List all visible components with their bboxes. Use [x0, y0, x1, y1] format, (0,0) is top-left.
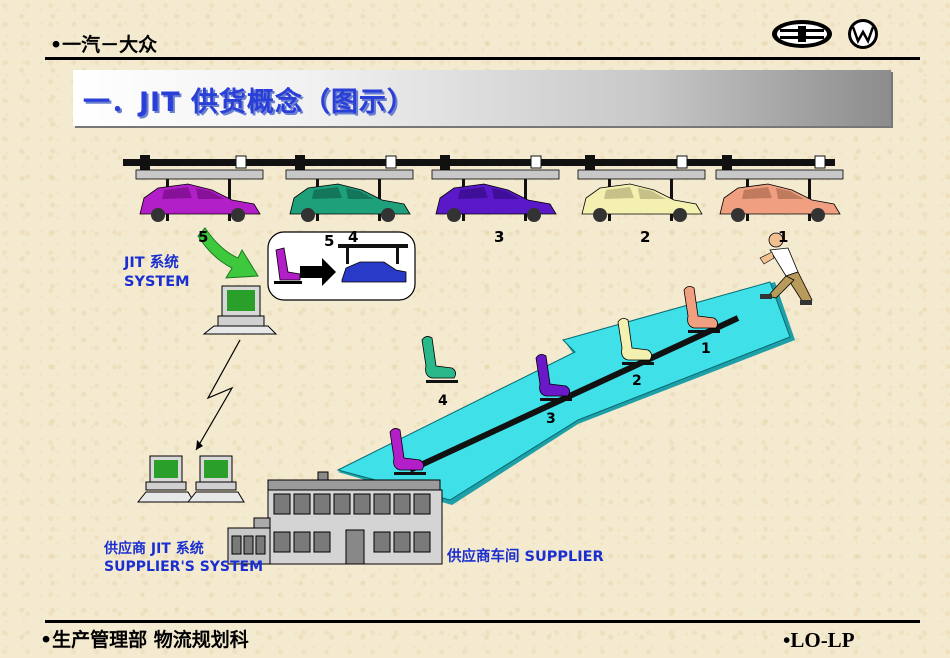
car-number-5: 5: [198, 228, 209, 246]
worker-icon: [759, 232, 813, 305]
supplier-system-label: 供应商 JIT 系统 SUPPLIER'S SYSTEM: [104, 541, 264, 575]
factory-window: [353, 493, 371, 515]
jit-system-label: JIT 系统 SYSTEM: [124, 255, 190, 290]
car-body-5: [135, 169, 264, 222]
jit-computer-icon: [202, 285, 278, 335]
header-company: •一汽－大众: [50, 34, 158, 56]
car-body-3: [431, 169, 560, 222]
car-number-2: 2: [640, 228, 651, 246]
factory-window: [333, 493, 351, 515]
seat-1: [683, 286, 720, 333]
factory-window: [393, 493, 411, 515]
factory-window: [413, 493, 431, 515]
car-body-1: [715, 169, 844, 222]
factory-window: [293, 493, 311, 515]
supplier-workshop-label: 供应商车间 SUPPLIER: [447, 549, 604, 565]
car-body-4: [285, 169, 414, 222]
seat-number-3: 3: [546, 411, 556, 427]
seat-2: [617, 318, 654, 365]
factory-window: [413, 531, 431, 553]
top-rule: [45, 57, 920, 60]
car-body-2: [577, 169, 706, 222]
footer-department: •生产管理部 物流规划科: [40, 629, 249, 651]
seats: [389, 286, 720, 475]
factory-window: [313, 531, 331, 553]
factory-window: [313, 493, 331, 515]
seat-3: [535, 354, 572, 401]
car-number-4: 4: [348, 228, 359, 246]
callout-number: 5: [324, 232, 335, 250]
sequence-callout: [267, 231, 416, 301]
supplier-computer-icon: [136, 455, 245, 503]
page-title: 一．JIT 供货概念（图示）: [83, 87, 415, 118]
factory-window: [231, 535, 242, 555]
title-bar: 一．JIT 供货概念（图示）: [73, 70, 891, 126]
factory-window: [373, 531, 391, 553]
seat-number-2: 2: [632, 373, 642, 389]
factory-window: [273, 493, 291, 515]
seat-5: [389, 428, 426, 475]
factory-window: [393, 531, 411, 553]
data-link-icon: [195, 339, 241, 451]
factory-window: [243, 535, 254, 555]
car-bodies: [135, 169, 844, 222]
factory-window: [373, 493, 391, 515]
car-number-3: 3: [494, 228, 505, 246]
factory-window: [293, 531, 311, 553]
overhead-conveyor: [123, 155, 835, 170]
seat-4: [421, 336, 458, 383]
factory-window: [255, 535, 266, 555]
bottom-rule: [45, 620, 920, 623]
factory-windows: [231, 493, 431, 555]
seat-number-1: 1: [701, 341, 711, 357]
green-arrow-icon: [197, 227, 259, 279]
footer-code: •LO-LP: [783, 628, 855, 652]
seat-number-4: 4: [438, 393, 448, 409]
factory-window: [273, 531, 291, 553]
car-number-1: 1: [778, 228, 789, 246]
